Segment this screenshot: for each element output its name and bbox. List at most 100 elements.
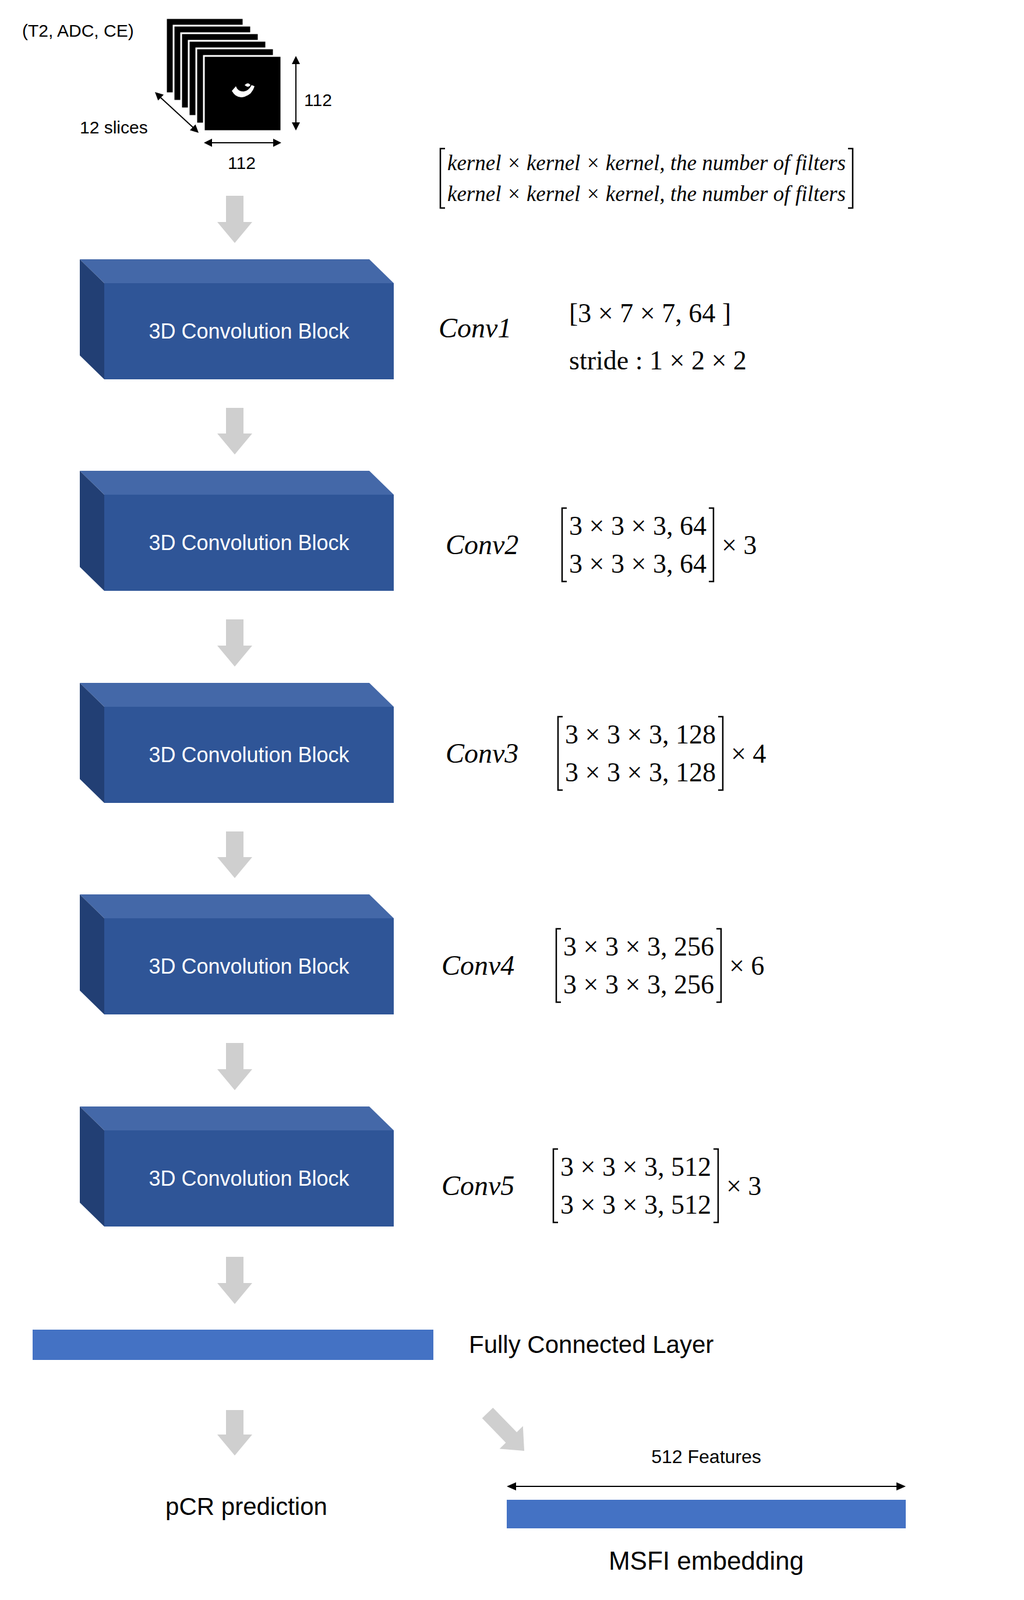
node-text: Fully Connected Layer <box>468 1329 714 1360</box>
bracket <box>553 1148 559 1223</box>
mri-slice <box>203 55 282 132</box>
bracket-matrix: 3 × 3 × 3, 643 × 3 × 3, 64 <box>562 506 714 583</box>
spec-text: 3 × 3 × 3, 512 <box>560 1147 712 1186</box>
layer-name: Conv1 <box>438 311 512 345</box>
input-volume: (T2, ADC, CE) <box>157 16 286 134</box>
bracket-matrix: 3 × 3 × 3, 5123 × 3 × 3, 512 <box>553 1147 719 1224</box>
bracket <box>716 928 722 1002</box>
label-group: × 4 <box>731 738 766 769</box>
fc-layer-bar: Fully Connected Layer <box>32 1329 434 1360</box>
layer-name: Conv4 <box>441 948 515 982</box>
flow-arrow <box>217 1042 253 1090</box>
block-top <box>79 470 394 495</box>
bracket <box>440 148 446 208</box>
flow-arrow <box>217 1256 253 1304</box>
bracket-matrix: 3 × 3 × 3, 1283 × 3 × 3, 128 <box>558 715 723 792</box>
bracket-matrix: 3 × 3 × 3, 2563 × 3 × 3, 256 <box>556 927 722 1004</box>
spec-text: 3 × 3 × 3, 64 <box>569 506 707 545</box>
block-label: 3D Convolution Block <box>148 319 349 344</box>
arrow-head <box>189 124 199 133</box>
height-arrow <box>295 60 297 126</box>
spec-text: kernel × kernel × kernel, the number of … <box>447 178 846 210</box>
arrow-head <box>203 138 213 147</box>
spec-text: stride : 1 × 2 × 2 <box>569 336 747 384</box>
bracket <box>562 507 567 582</box>
spec-text: 3 × 3 × 3, 128 <box>565 753 716 792</box>
tumor-mask <box>231 83 255 98</box>
spec-text: [3 × 7 × 7, 64 ] <box>569 289 747 337</box>
arrow-head <box>896 1481 906 1490</box>
bracket <box>556 928 561 1002</box>
spec-text: 3 × 3 × 3, 256 <box>563 965 715 1004</box>
width-arrow <box>208 142 277 144</box>
embedding-bar: 512 FeaturesMSFI embedding <box>506 1499 906 1528</box>
block-top <box>79 1106 394 1131</box>
arrow-head <box>291 55 300 65</box>
block-label: 3D Convolution Block <box>148 530 349 556</box>
spec-text: × 4 <box>731 738 766 769</box>
label-group: Conv1 <box>438 311 512 345</box>
dimension-label: 12 slices <box>79 117 148 139</box>
flow-arrow <box>217 831 253 878</box>
conv-block: 3D Convolution Block <box>104 283 394 380</box>
flow-arrow <box>482 1407 525 1451</box>
spec-text: × 3 <box>726 1170 762 1202</box>
block-label: 3D Convolution Block <box>148 954 349 979</box>
dimension-arrow <box>506 1478 906 1493</box>
label-group: Conv3 <box>445 736 519 770</box>
label-group: Conv4 <box>441 948 515 982</box>
spec-text: 3 × 3 × 3, 128 <box>565 715 716 754</box>
bracket <box>848 148 853 208</box>
label-group: × 3 <box>721 529 757 561</box>
node-text: pCR prediction <box>118 1491 375 1522</box>
layer-name: Conv3 <box>445 736 519 770</box>
block-label: 3D Convolution Block <box>148 1166 349 1191</box>
spec-text: × 3 <box>721 529 757 561</box>
label-group: Conv2 <box>445 528 519 561</box>
block-top <box>79 682 394 707</box>
label-group: [3 × 7 × 7, 64 ]stride : 1 × 2 × 2 <box>569 289 747 384</box>
dim-line <box>512 1485 900 1487</box>
layer-name: Conv5 <box>441 1169 515 1202</box>
block-top <box>79 894 394 918</box>
conv-block: 3D Convolution Block <box>104 494 394 591</box>
conv-block: 3D Convolution Block <box>104 1130 394 1227</box>
arrow-head <box>154 92 164 101</box>
dimension-label: 112 <box>227 152 256 174</box>
label-group: 12 slices <box>79 117 148 139</box>
block-side <box>79 1106 105 1227</box>
label-group: 112 <box>227 152 256 174</box>
bracket <box>708 507 714 582</box>
spec-text: kernel × kernel × kernel, the number of … <box>447 147 846 179</box>
layer-name: Conv2 <box>445 528 519 561</box>
output-node: pCR prediction <box>118 1491 375 1522</box>
spec-text: 3 × 3 × 3, 64 <box>569 544 707 583</box>
arrow-head <box>291 122 300 131</box>
bracket <box>713 1148 719 1223</box>
block-label: 3D Convolution Block <box>148 742 349 768</box>
flow-arrow <box>217 1409 253 1456</box>
block-side <box>79 894 105 1015</box>
block-top <box>79 259 394 284</box>
node-text: (T2, ADC, CE) <box>22 20 134 41</box>
node-text: MSFI embedding <box>506 1545 906 1576</box>
conv-block: 3D Convolution Block <box>104 706 394 803</box>
conv-block: 3D Convolution Block <box>104 917 394 1015</box>
label-group: Conv5 <box>441 1169 515 1202</box>
bracket <box>558 716 563 790</box>
flow-arrow <box>217 619 253 667</box>
node-text: 512 Features <box>506 1443 906 1470</box>
spec-text: 3 × 3 × 3, 256 <box>563 927 715 966</box>
label-group: × 6 <box>729 950 765 981</box>
bracket-matrix: kernel × kernel × kernel, the number of … <box>440 147 853 210</box>
block-side <box>79 682 105 803</box>
dimension-label: 112 <box>304 89 333 111</box>
label-group: 112 <box>304 89 333 111</box>
block-side <box>79 259 105 380</box>
arrow-head <box>273 138 282 147</box>
bracket <box>718 716 723 790</box>
block-side <box>79 470 105 591</box>
label-group: × 3 <box>726 1170 762 1202</box>
spec-text: × 6 <box>729 950 765 981</box>
